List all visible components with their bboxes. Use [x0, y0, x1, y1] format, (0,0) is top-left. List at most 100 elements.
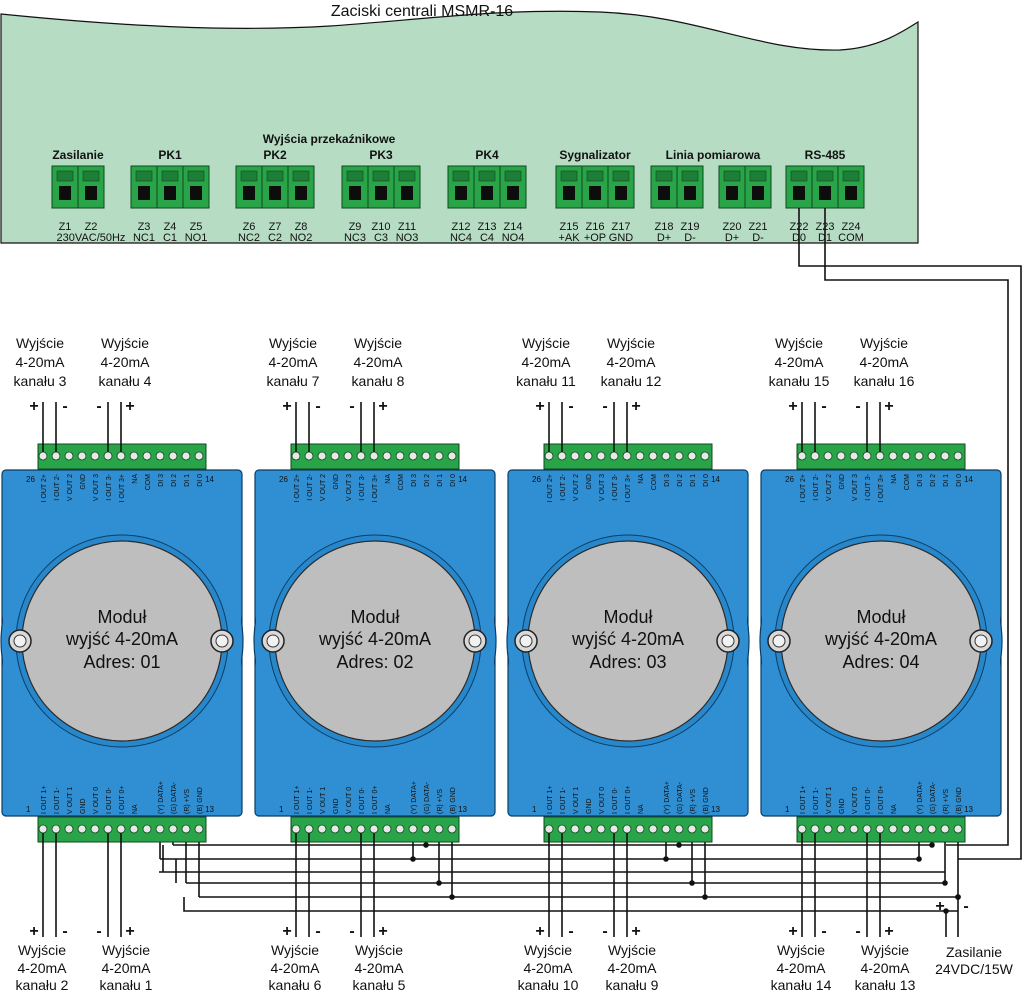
bottom-pin-label: (G) DATA-	[930, 781, 937, 814]
terminal-screw	[356, 451, 366, 461]
module-subtitle: wyjść 4-20mA	[824, 629, 937, 649]
terminal-id: Z21	[749, 221, 768, 233]
polarity-sign: +	[29, 398, 38, 415]
bottom-pin-label: (B) GND	[197, 787, 204, 814]
output-label-word: Wyjście	[18, 942, 66, 958]
terminal-signal: C1	[163, 232, 177, 244]
bottom-pin-label: (B) GND	[450, 787, 457, 814]
terminal-screw-slot	[790, 170, 808, 182]
terminal-screw	[609, 451, 619, 461]
terminal-screw-slot	[346, 170, 364, 182]
top-pin-label: DI 1	[437, 474, 444, 487]
module-address: Adres: 04	[842, 652, 919, 672]
bottom-pin-label: V OUT 1	[826, 787, 833, 814]
terminal-screw	[674, 451, 684, 461]
terminal-screw	[382, 451, 392, 461]
module-address: Adres: 01	[83, 652, 160, 672]
terminal-screw	[927, 824, 937, 834]
output-label-type: 4-20mA	[101, 960, 151, 976]
terminal-screw	[304, 451, 314, 461]
output-label-word: Wyjście	[777, 942, 825, 958]
terminal-group-label: Zasilanie	[52, 148, 104, 162]
output-label-type: 4-20mA	[607, 960, 657, 976]
bottom-pin-label: NA	[385, 804, 392, 814]
terminal-screw-slot	[82, 170, 100, 182]
terminal-screw	[557, 451, 567, 461]
top-pin-label: NA	[385, 474, 392, 484]
polarity-sign: -	[96, 398, 101, 415]
terminal-screw	[797, 824, 807, 834]
terminal-screw	[810, 824, 820, 834]
pin-number: 1	[279, 805, 284, 814]
terminal-screw	[103, 451, 113, 461]
terminal-opening	[455, 186, 467, 200]
output-label-channel: kanału 15	[769, 373, 830, 389]
terminal-signal: +OP	[584, 232, 606, 244]
terminal-id: Z3	[138, 221, 151, 233]
polarity-sign: -	[821, 398, 826, 415]
terminal-screw	[51, 824, 61, 834]
pin-number: 1	[26, 805, 31, 814]
terminal-opening	[243, 186, 255, 200]
top-pin-label: I OUT 3+	[372, 474, 379, 502]
module-subtitle: wyjść 4-20mA	[318, 629, 431, 649]
pin-number: 13	[964, 805, 973, 814]
top-pin-label: DI 2	[930, 474, 937, 487]
output-label-word: Wyjście	[269, 335, 317, 351]
terminal-opening	[295, 186, 307, 200]
terminal-screw	[609, 824, 619, 834]
terminal-screw	[38, 824, 48, 834]
terminal-signal: D+	[725, 232, 739, 244]
terminal-screw	[356, 824, 366, 834]
terminal-screw	[570, 824, 580, 834]
terminal-screw	[648, 824, 658, 834]
pin-number: 13	[711, 805, 720, 814]
pin-number: 26	[532, 475, 541, 484]
top-pin-label: V OUT 3	[93, 474, 100, 501]
terminal-signal: C4	[480, 232, 494, 244]
output-label-word: Wyjście	[607, 335, 655, 351]
top-pin-label: V OUT 3	[599, 474, 606, 501]
terminal-screw	[810, 451, 820, 461]
power-polarity-sign: +	[935, 898, 944, 915]
mounting-screw-head	[721, 634, 735, 648]
terminal-screw	[927, 451, 937, 461]
polarity-sign: -	[315, 923, 320, 940]
terminal-id: Z16	[586, 221, 605, 233]
terminal-screw	[77, 451, 87, 461]
pin-number: 13	[458, 805, 467, 814]
terminal-opening	[658, 186, 670, 200]
bottom-pin-label: I OUT 1+	[41, 786, 48, 814]
terminal-screw	[687, 824, 697, 834]
output-label-word: Wyjście	[524, 942, 572, 958]
bottom-pin-label: I OUT 0+	[119, 786, 126, 814]
output-label-channel: kanału 2	[16, 977, 69, 991]
pin-number: 14	[711, 475, 720, 484]
top-pin-label: V OUT 2	[320, 474, 327, 501]
mounting-screw-head	[974, 634, 988, 648]
terminal-id: Z19	[681, 221, 700, 233]
polarity-sign: +	[125, 923, 134, 940]
top-pin-label: I OUT 2+	[547, 474, 554, 502]
wire-junction-dot	[702, 894, 708, 900]
output-label-channel: kanału 9	[606, 977, 659, 991]
terminal-opening	[845, 186, 857, 200]
polarity-sign: +	[125, 398, 134, 415]
terminal-id: Z6	[243, 221, 256, 233]
top-pin-label: NA	[891, 474, 898, 484]
output-label-channel: kanału 6	[269, 977, 322, 991]
terminal-id: Z18	[655, 221, 674, 233]
terminal-screw-slot	[612, 170, 630, 182]
terminal-screw	[875, 451, 885, 461]
output-label-channel: kanału 14	[771, 977, 832, 991]
terminal-screw	[434, 824, 444, 834]
terminal-opening	[138, 186, 150, 200]
top-pin-label: DI 0	[956, 474, 963, 487]
terminal-signal: GND	[609, 232, 634, 244]
terminal-screw	[940, 824, 950, 834]
terminal-screw	[194, 451, 204, 461]
top-pin-label: DI 3	[158, 474, 165, 487]
terminal-screw-slot	[135, 170, 153, 182]
bottom-pin-label: (G) DATA-	[677, 781, 684, 814]
terminal-screw	[849, 451, 859, 461]
